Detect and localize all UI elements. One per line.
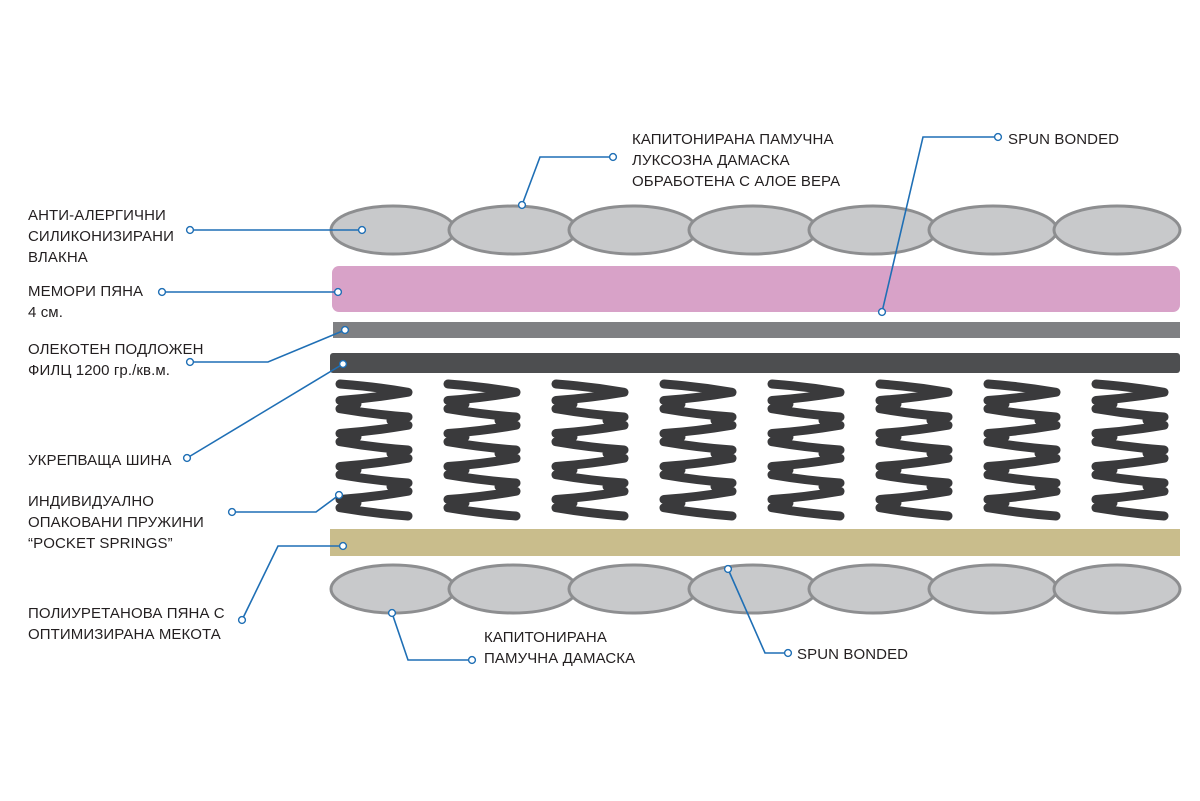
leader-pocket-springs-dot bbox=[227, 507, 237, 517]
spring-coil bbox=[875, 379, 953, 521]
top-fiber-pillows bbox=[329, 204, 1182, 256]
top-fiber-pillows-cell bbox=[687, 204, 819, 256]
leader-memory-foam-dot bbox=[333, 287, 343, 297]
spring-coil bbox=[767, 379, 845, 521]
leader-spun-bonded-top-dot bbox=[877, 307, 887, 317]
leader-reinforcing-rail-dot bbox=[182, 453, 192, 463]
label-pocket-springs: ИНДИВИДУАЛНО ОПАКОВАНИ ПРУЖИНИ “POCKET S… bbox=[28, 493, 204, 552]
leader-felt-dot bbox=[185, 357, 195, 367]
spring-coil bbox=[659, 379, 737, 521]
leader-felt bbox=[190, 329, 346, 363]
leader-polyurethane-foam-dot bbox=[338, 541, 348, 551]
leader-reinforcing-rail bbox=[186, 363, 344, 459]
felt-layer bbox=[333, 322, 1180, 338]
spring-coil bbox=[443, 379, 521, 521]
spring-coil bbox=[983, 379, 1061, 521]
label-quilted-cotton-bottom: КАПИТОНИРАНА ПАМУЧНА ДАМАСКА bbox=[484, 629, 636, 667]
bottom-fiber-pillows-cell bbox=[447, 563, 579, 615]
leader-quilted-cotton-bottom bbox=[391, 612, 472, 661]
bottom-fiber-pillows-cell bbox=[927, 563, 1059, 615]
leader-pocket-springs-dot bbox=[334, 490, 344, 500]
leader-memory-foam-dot bbox=[157, 287, 167, 297]
leader-spun-bonded-top-dot bbox=[993, 132, 1003, 142]
label-spun-bonded-top: SPUN BONDED bbox=[1008, 131, 1120, 148]
top-fiber-pillows-cell bbox=[447, 204, 579, 256]
leader-felt-dot bbox=[340, 325, 350, 335]
spring-coil bbox=[335, 379, 413, 521]
reinforcing-rail-layer bbox=[330, 353, 1180, 373]
leader-anti-allergic-fibers-dot bbox=[185, 225, 195, 235]
spring-coil bbox=[551, 379, 629, 521]
leader-quilted-cotton-bottom-dot bbox=[387, 608, 397, 618]
leader-spun-bonded-top bbox=[881, 136, 998, 313]
label-felt: ОЛЕКОТЕН ПОДЛОЖЕН ФИЛЦ 1200 гр./кв.м. bbox=[28, 341, 204, 379]
bottom-fiber-pillows-cell bbox=[567, 563, 699, 615]
bottom-fiber-pillows bbox=[329, 563, 1182, 615]
label-spun-bonded-bottom: SPUN BONDED bbox=[797, 646, 909, 663]
label-polyurethane-foam: ПОЛИУРЕТАНОВА ПЯНА С ОПТИМИЗИРАНА МЕКОТА bbox=[28, 605, 225, 643]
label-quilted-cotton-top: КАПИТОНИРАНА ПАМУЧНА ЛУКСОЗНА ДАМАСКА ОБ… bbox=[632, 131, 841, 190]
leader-polyurethane-foam bbox=[241, 545, 343, 621]
bottom-fiber-pillows-cell bbox=[807, 563, 939, 615]
leader-reinforcing-rail-dot bbox=[338, 359, 348, 369]
top-fiber-pillows-cell bbox=[807, 204, 939, 256]
leader-quilted-cotton-top-dot bbox=[608, 152, 618, 162]
bottom-fiber-pillows-cell bbox=[1052, 563, 1182, 615]
pocket-springs bbox=[335, 379, 1169, 521]
label-reinforcing-rail: УКРЕПВАЩА ШИНА bbox=[28, 452, 172, 469]
top-fiber-pillows-cell bbox=[927, 204, 1059, 256]
leader-spun-bonded-bottom-dot bbox=[783, 648, 793, 658]
leader-quilted-cotton-bottom-dot bbox=[467, 655, 477, 665]
leader-lines bbox=[157, 132, 1003, 665]
leader-quilted-cotton-top bbox=[521, 156, 613, 206]
label-anti-allergic-fibers: АНТИ-АЛЕРГИЧНИ СИЛИКОНИЗИРАНИ ВЛАКНА bbox=[28, 207, 174, 266]
label-memory-foam: МЕМОРИ ПЯНА 4 см. bbox=[28, 283, 144, 321]
leader-spun-bonded-bottom-dot bbox=[723, 564, 733, 574]
top-fiber-pillows-cell bbox=[567, 204, 699, 256]
top-fiber-pillows-cell bbox=[1052, 204, 1182, 256]
mattress-layers bbox=[329, 204, 1182, 615]
leader-polyurethane-foam-dot bbox=[237, 615, 247, 625]
leader-anti-allergic-fibers-dot bbox=[357, 225, 367, 235]
spring-coil bbox=[1091, 379, 1169, 521]
leader-spun-bonded-bottom bbox=[727, 568, 788, 654]
bottom-fiber-pillows-cell bbox=[687, 563, 819, 615]
leader-quilted-cotton-top-dot bbox=[517, 200, 527, 210]
leader-pocket-springs bbox=[232, 494, 340, 513]
polyurethane-foam-layer bbox=[330, 529, 1180, 556]
bottom-fiber-pillows-cell bbox=[329, 563, 457, 615]
memory-foam-layer bbox=[332, 266, 1180, 312]
